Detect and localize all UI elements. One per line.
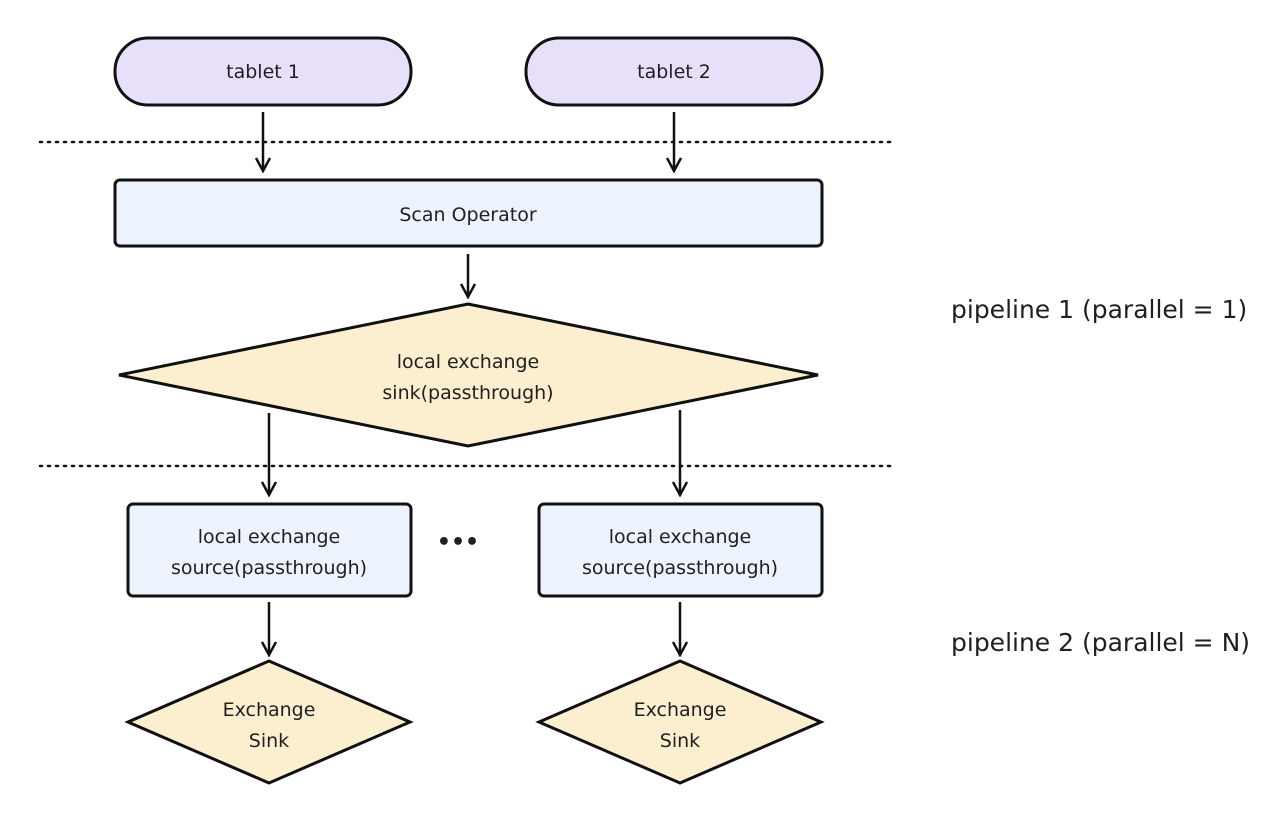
exchange-sink-1-shape (124, 659, 414, 785)
scan-operator-label: Scan Operator (399, 204, 536, 226)
local-exchange-sink-line2: sink(passthrough) (382, 382, 553, 404)
local-exchange-source-2-line2: source(passthrough) (582, 557, 778, 579)
ellipsis-indicator: ••• (437, 530, 479, 555)
local-exchange-source-2-line1: local exchange (609, 526, 752, 548)
pipeline-1-label: pipeline 1 (parallel = 1) (951, 295, 1247, 324)
local-exchange-sink-node: local exchange sink(passthrough) (118, 302, 819, 448)
scan-operator-shape (113, 178, 824, 248)
exchange-sink-2-node: Exchange Sink (535, 659, 825, 785)
local-exchange-source-2-shape (537, 502, 824, 598)
local-exchange-sink-shape (118, 302, 819, 448)
local-exchange-source-1-node: local exchange source(passthrough) (126, 502, 413, 598)
tablet-1-label: tablet 1 (226, 61, 300, 83)
local-exchange-source-1-line1: local exchange (198, 526, 341, 548)
exchange-sink-2-line2: Sink (660, 730, 700, 752)
pipeline-2-label: pipeline 2 (parallel = N) (951, 628, 1250, 657)
tablet-1-shape (113, 36, 413, 107)
exchange-sink-1-line2: Sink (249, 730, 289, 752)
tablet-2-shape (524, 36, 824, 107)
scan-operator-node: Scan Operator (113, 178, 824, 248)
local-exchange-source-1-shape (126, 502, 413, 598)
tablet-1-node: tablet 1 (113, 36, 413, 107)
local-exchange-source-1-line2: source(passthrough) (171, 557, 367, 579)
local-exchange-sink-line1: local exchange (397, 351, 540, 373)
local-exchange-source-2-node: local exchange source(passthrough) (537, 502, 824, 598)
exchange-sink-1-line1: Exchange (223, 699, 316, 721)
exchange-sink-1-node: Exchange Sink (124, 659, 414, 785)
exchange-sink-2-line1: Exchange (634, 699, 727, 721)
exchange-sink-2-shape (535, 659, 825, 785)
tablet-2-node: tablet 2 (524, 36, 824, 107)
tablet-2-label: tablet 2 (637, 61, 711, 83)
